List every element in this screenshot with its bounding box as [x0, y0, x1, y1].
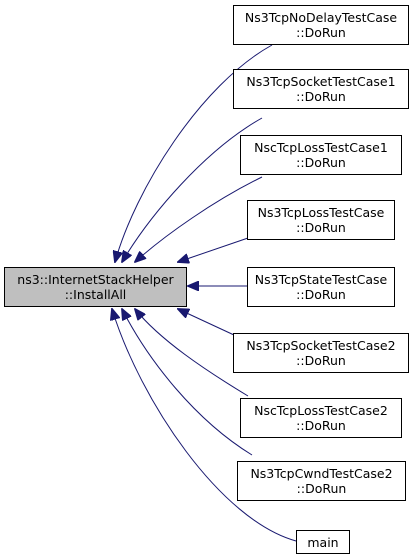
edge-main	[112, 309, 297, 542]
caller-node-line1: NscTcpLossTestCase1	[254, 140, 388, 155]
caller-node-line1: Ns3TcpCwndTestCase2	[250, 466, 393, 481]
caller-node-nsctcplosstestcase2[interactable]: NscTcpLossTestCase2 ::DoRun	[240, 398, 402, 438]
caller-node-main[interactable]: main	[296, 530, 350, 554]
caller-node-line1: Ns3TcpStateTestCase	[254, 272, 388, 287]
caller-node-line2: ::DoRun	[296, 353, 346, 368]
edge-ns3tcplosstestcase	[178, 237, 249, 262]
caller-node-ns3tcpcwndtestcase2[interactable]: Ns3TcpCwndTestCase2 ::DoRun	[237, 461, 406, 501]
edge-nsctcplosstestcase1	[135, 176, 263, 262]
edge-ns3tcpcwndtestcase2	[122, 309, 253, 456]
caller-node-line1: NscTcpLossTestCase2	[254, 403, 388, 418]
edge-ns3tcpsockettestcase2	[178, 309, 235, 336]
caller-node-line2: ::DoRun	[296, 287, 346, 302]
caller-node-line1: Ns3TcpNoDelayTestCase	[244, 10, 398, 25]
caller-node-ns3tcpnodelaytestcase[interactable]: Ns3TcpNoDelayTestCase ::DoRun	[233, 5, 409, 45]
caller-node-line2: ::DoRun	[296, 220, 346, 235]
caller-node-ns3tcpsockettestcase2[interactable]: Ns3TcpSocketTestCase2 ::DoRun	[233, 333, 409, 373]
caller-node-ns3tcpstatetestcase[interactable]: Ns3TcpStateTestCase ::DoRun	[247, 267, 395, 307]
caller-node-ns3tcplosstestcase[interactable]: Ns3TcpLossTestCase ::DoRun	[247, 200, 395, 240]
caller-node-line1: Ns3TcpSocketTestCase2	[246, 338, 396, 353]
caller-node-line2: ::DoRun	[296, 155, 346, 170]
edge-ns3tcpsockettestcase1	[122, 117, 263, 262]
caller-node-line2: ::DoRun	[296, 89, 346, 104]
edge-ns3tcpnodelaytestcase	[115, 44, 273, 262]
root-node-internetstackhelper-installall: ns3::InternetStackHelper ::InstallAll	[4, 267, 187, 307]
root-node-line2: ::InstallAll	[64, 287, 127, 302]
caller-node-nsctcplosstestcase1[interactable]: NscTcpLossTestCase1 ::DoRun	[240, 135, 402, 175]
caller-node-line2: ::DoRun	[296, 481, 347, 496]
caller-node-ns3tcpsockettestcase1[interactable]: Ns3TcpSocketTestCase1 ::DoRun	[233, 69, 409, 109]
edge-nsctcplosstestcase2	[135, 309, 249, 397]
caller-node-line2: ::DoRun	[296, 418, 346, 433]
root-node-line1: ns3::InternetStackHelper	[17, 272, 174, 287]
caller-node-line1: Ns3TcpLossTestCase	[257, 205, 385, 220]
caller-node-line1: main	[307, 534, 339, 550]
caller-node-line1: Ns3TcpSocketTestCase1	[246, 74, 396, 89]
caller-node-line2: ::DoRun	[296, 25, 346, 40]
